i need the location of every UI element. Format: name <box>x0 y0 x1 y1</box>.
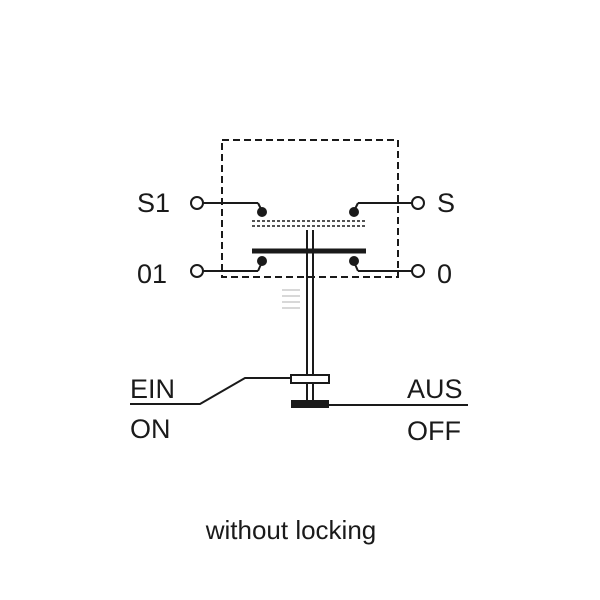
lower-right-contact-point <box>349 256 359 266</box>
label-aus: AUS <box>407 374 463 404</box>
terminal-s1-circle <box>190 196 204 210</box>
label-off: OFF <box>407 416 461 446</box>
terminal-s1-label: S1 <box>137 188 170 218</box>
terminal-0-circle <box>411 264 425 278</box>
upper-left-contact-point <box>257 207 267 217</box>
terminal-01-label: 01 <box>137 259 167 289</box>
ein-leader-line <box>130 377 291 405</box>
terminal-01-circle <box>190 264 204 278</box>
label-ein: EIN <box>130 374 175 404</box>
lower-left-contact-point <box>257 256 267 266</box>
terminal-s-circle <box>411 196 425 210</box>
terminal-0-label: 0 <box>437 259 452 289</box>
actuator-on-position <box>290 374 330 384</box>
label-on: ON <box>130 414 171 444</box>
terminal-s-label: S <box>437 188 455 218</box>
watermark-mark <box>282 289 300 309</box>
switch-housing-dashed-box <box>221 139 399 278</box>
actuator-off-position <box>291 400 329 408</box>
upper-right-contact-point <box>349 207 359 217</box>
diagram-caption: without locking <box>205 515 377 545</box>
